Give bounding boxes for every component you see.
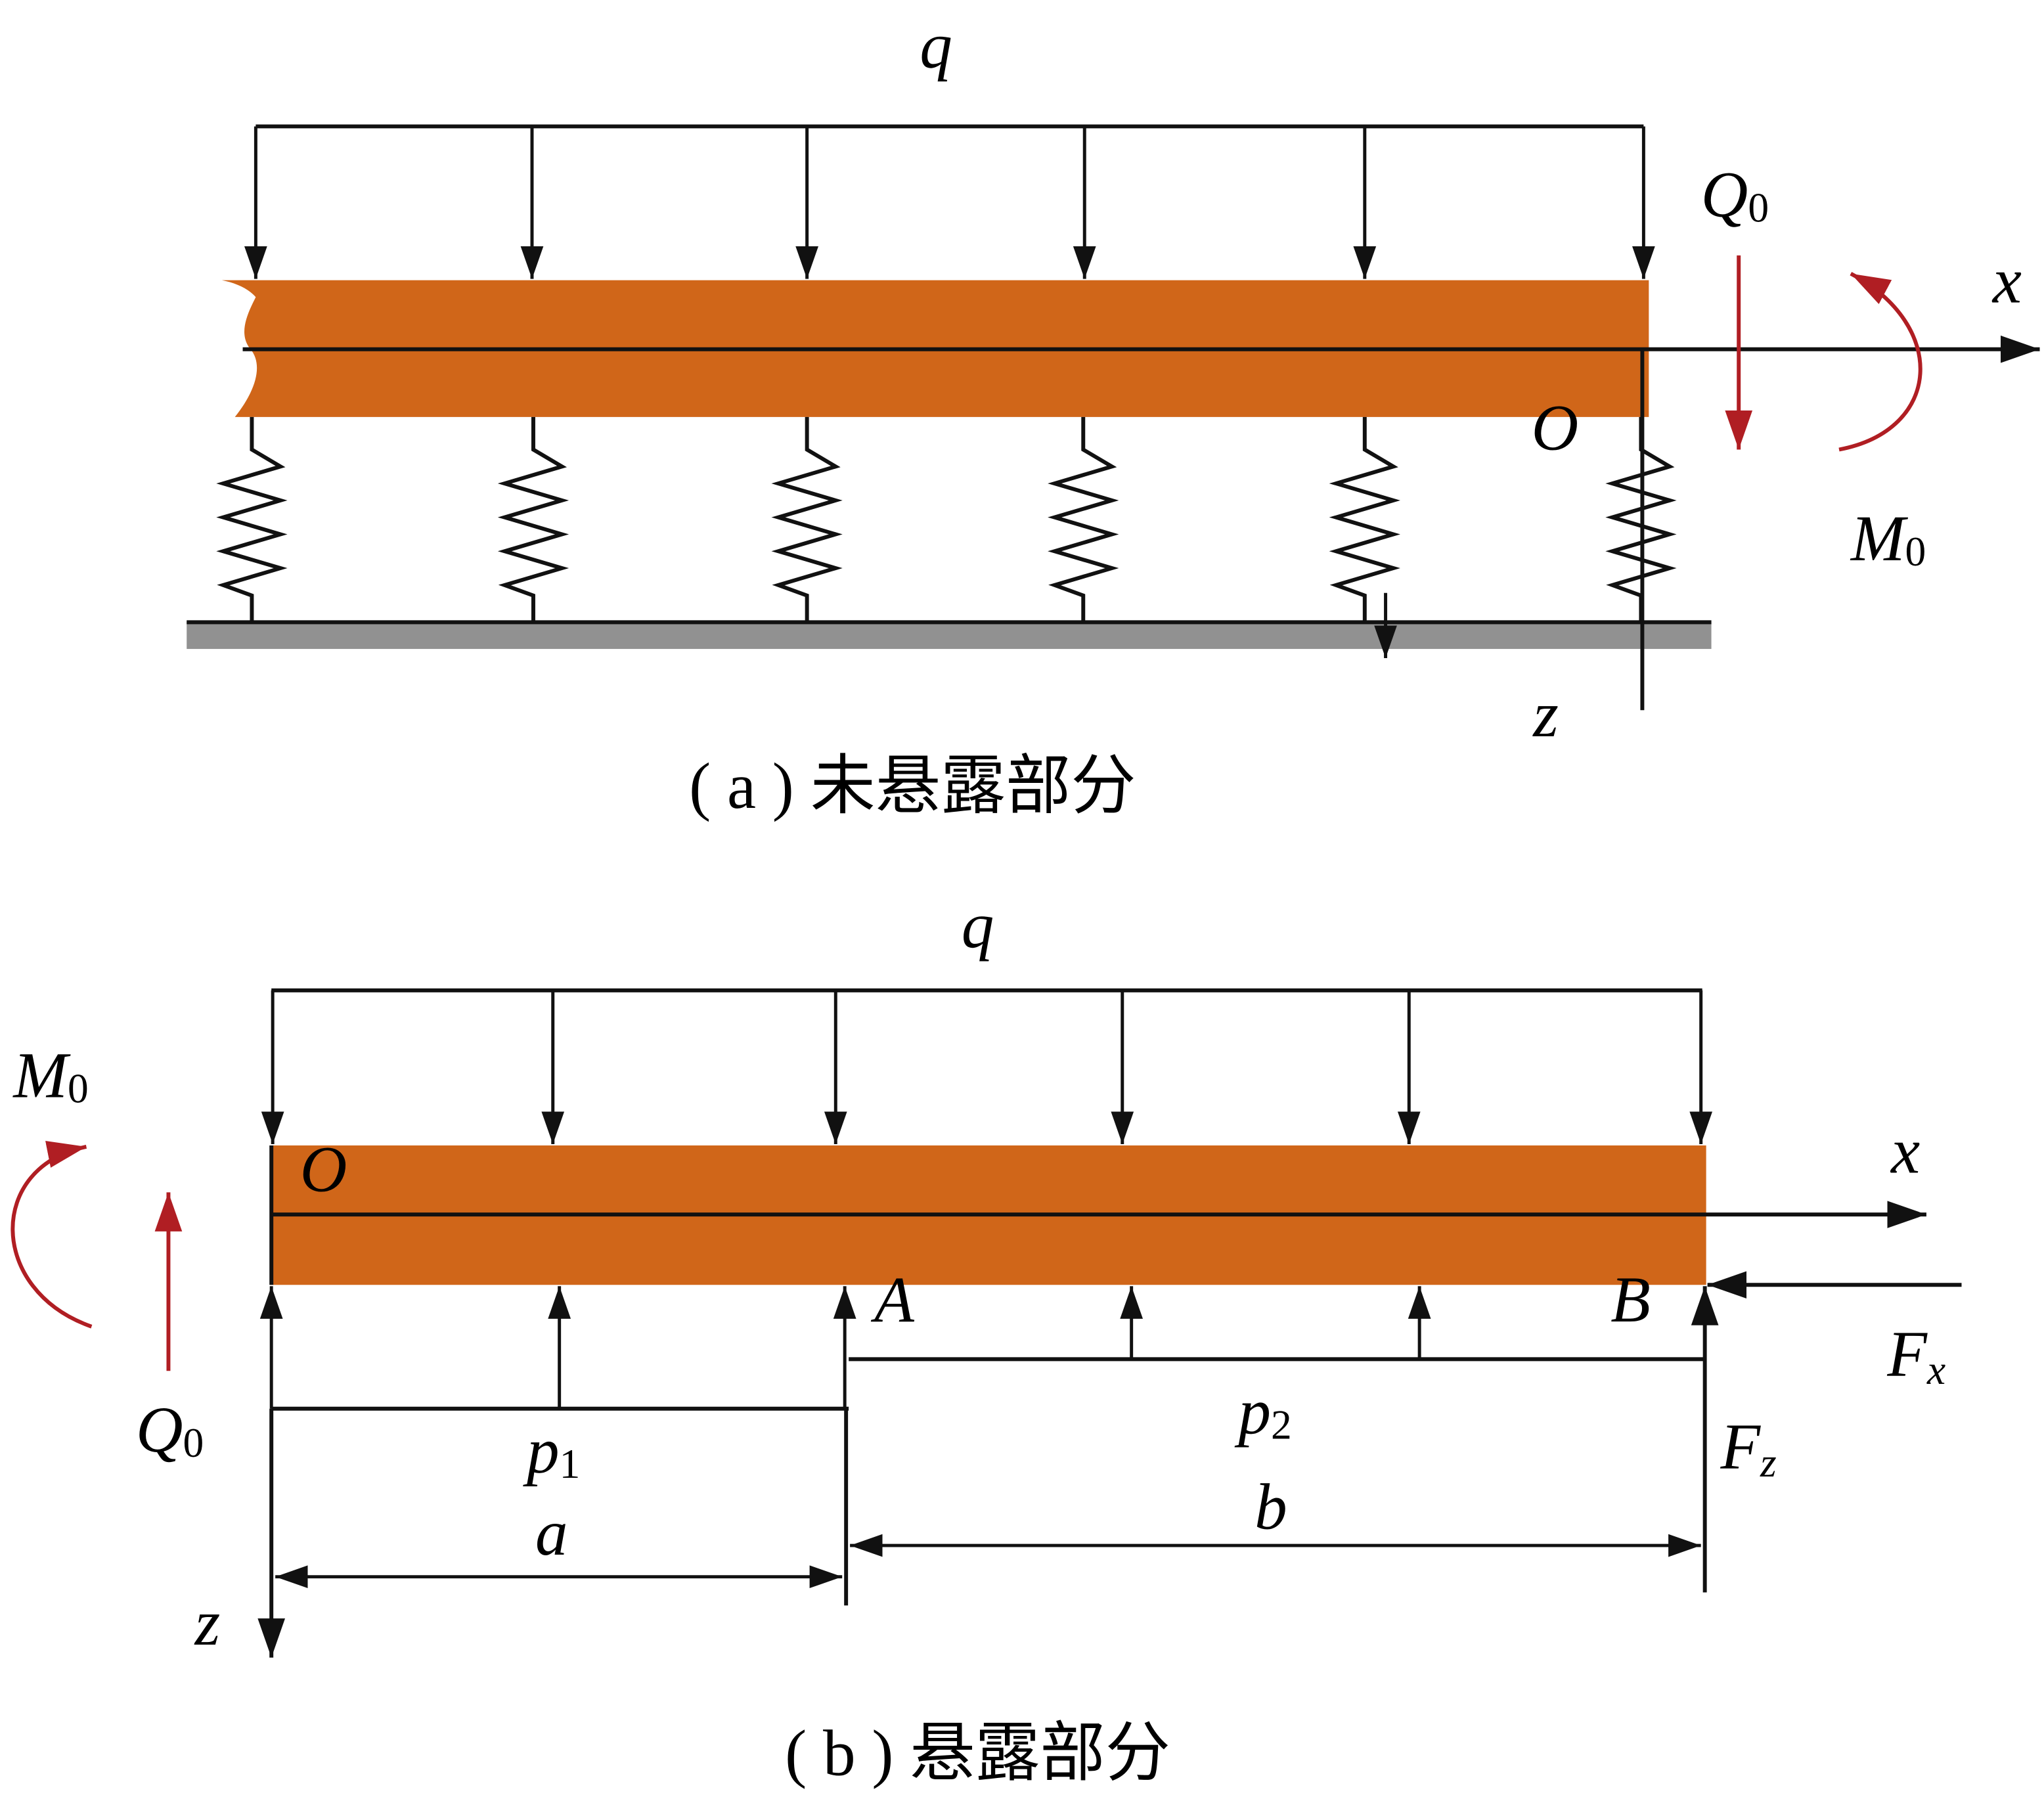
caption-a: ( a ) 未悬露部分: [689, 751, 1136, 822]
z-axis-label-b: z: [194, 1587, 221, 1659]
origin-label: O: [1532, 392, 1579, 464]
x-axis-label: x: [1991, 245, 2022, 317]
spring: [771, 416, 843, 622]
load-q-label-b: q: [962, 890, 994, 962]
p1-label: p1: [523, 1415, 580, 1487]
spring: [216, 416, 288, 622]
moment-label-b: M0: [12, 1040, 88, 1112]
p2-label: p2: [1234, 1376, 1291, 1448]
ground-strip: [187, 621, 1712, 650]
origin-label-b: O: [300, 1134, 347, 1205]
point-b-label: B: [1611, 1264, 1651, 1336]
moment-arrow-b: [11, 1141, 93, 1329]
caption-b: ( b ) 悬露部分: [785, 1718, 1170, 1789]
load-q-label: q: [920, 11, 952, 82]
moment-arrow: [1838, 272, 1922, 452]
distributed-load-arrows-b: [261, 990, 1713, 1144]
fz-label: Fz: [1720, 1411, 1776, 1486]
spring-supports: [216, 416, 1677, 622]
point-a-label: A: [870, 1264, 914, 1336]
panel-a: q O x z Q0 M0 ( a ) 未悬露部分: [187, 11, 2040, 822]
shear-force-label-b: Q0: [136, 1394, 204, 1466]
spring: [497, 416, 569, 622]
fx-label: Fx: [1886, 1319, 1945, 1393]
spring: [1048, 416, 1119, 622]
spring: [1329, 416, 1400, 622]
panel-b: q O x A B z a b M0 Q0 p1 p2 Fx Fz ( b ) …: [11, 890, 1962, 1789]
z-axis-label: z: [1532, 679, 1559, 751]
dim-b-label: b: [1255, 1471, 1287, 1543]
dim-a-label: a: [535, 1498, 568, 1569]
moment-label: M0: [1850, 503, 1926, 575]
x-axis-label-b: x: [1890, 1116, 1920, 1187]
distributed-load-arrows: [244, 126, 1655, 279]
shear-force-label: Q0: [1701, 159, 1769, 231]
